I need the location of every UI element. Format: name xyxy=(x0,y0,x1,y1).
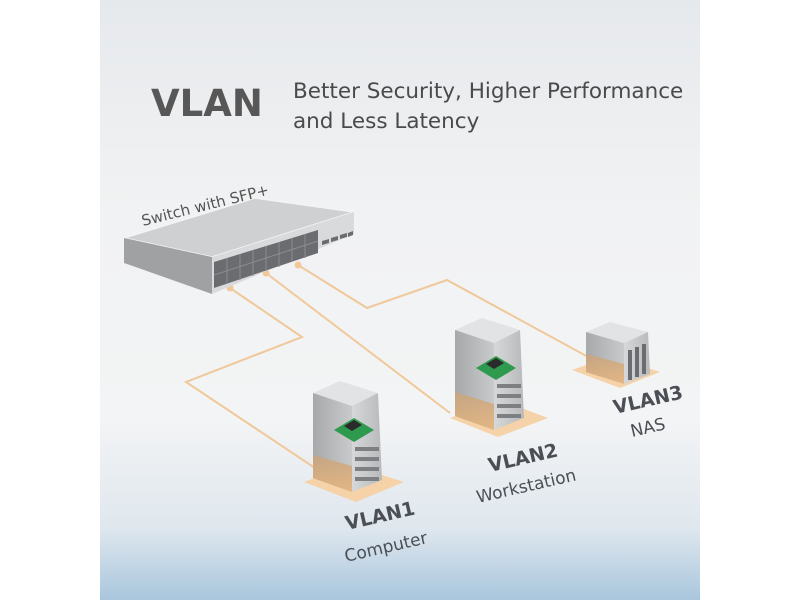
port-dot-3 xyxy=(294,261,302,269)
page-subtitle: Better Security, Higher Performance and … xyxy=(293,77,683,137)
device-vlan2: VLAN2 Workstation xyxy=(450,318,578,508)
background-panel xyxy=(100,0,700,600)
vlan1-role: Computer xyxy=(343,528,430,567)
nic-card-icon xyxy=(334,418,374,442)
cables xyxy=(183,264,591,471)
cable-vlan3 xyxy=(297,264,591,359)
vlan3-label: VLAN3 xyxy=(611,382,685,419)
vlan3-role: NAS xyxy=(629,414,668,441)
cable-vlan1 xyxy=(183,287,319,471)
page-title: VLAN xyxy=(151,82,263,125)
vlan1-label: VLAN1 xyxy=(343,498,417,535)
device-vlan3: VLAN3 NAS xyxy=(572,322,685,442)
subtitle-line-1: Better Security, Higher Performance xyxy=(293,79,684,104)
subtitle-line-2: and Less Latency xyxy=(293,109,480,134)
device-vlan1: VLAN1 Computer xyxy=(304,381,429,567)
nic-card-icon xyxy=(476,356,516,380)
network-switch: Switch with SFP+ xyxy=(121,181,355,294)
cable-vlan2 xyxy=(265,272,451,414)
sfp-ports xyxy=(322,231,353,245)
drive-bays xyxy=(628,344,646,380)
